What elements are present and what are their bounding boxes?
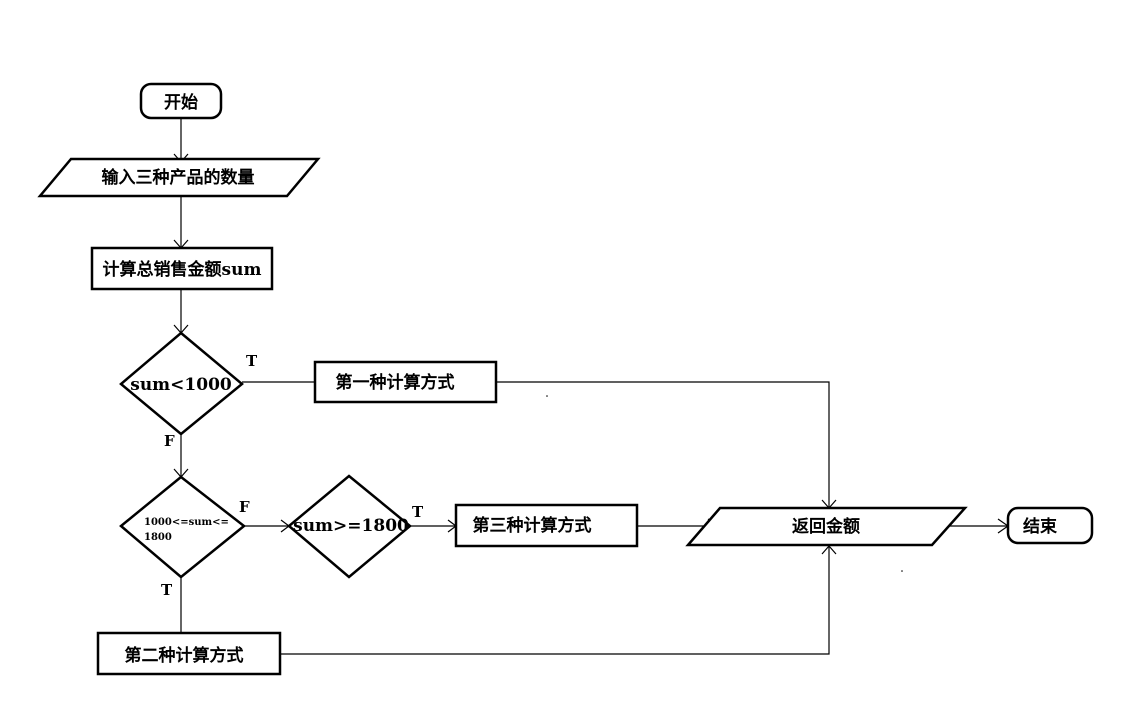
stray-dot (546, 395, 548, 397)
edge-method2-to-return (280, 546, 830, 655)
node-decision1: sum<1000 (119, 331, 244, 436)
node-method1-label: 第一种计算方式 (336, 372, 455, 393)
process-shape (96, 631, 282, 676)
node-method2-label: 第二种计算方式 (125, 645, 244, 666)
node-decision2-label-line1: 1000<=sum<= (144, 517, 229, 528)
node-end-label: 结束 (1023, 516, 1057, 537)
node-decision3: sum>=1800 (287, 474, 412, 579)
edge-label-decision2-true: T (161, 581, 173, 599)
edge-label-decision3-true: T (412, 503, 424, 521)
node-end: 结束 (1006, 506, 1094, 545)
node-decision1-label: sum<1000 (130, 375, 232, 395)
process-shape (313, 360, 498, 404)
edge-method1-to-return (496, 381, 830, 508)
terminator-shape (139, 82, 223, 120)
node-return-label: 返回金额 (792, 516, 860, 537)
stray-dot (901, 570, 903, 572)
terminator-shape (1006, 506, 1094, 545)
node-decision3-label: sum>=1800 (293, 516, 409, 536)
decision-shape (287, 474, 412, 579)
node-start: 开始 (139, 82, 223, 120)
node-input: 输入三种产品的数量 (37, 157, 321, 198)
node-decision2: 1000<=sum<= 1800 (119, 475, 247, 579)
edge-label-decision1-false: F (164, 432, 175, 450)
node-compute-label: 计算总销售金额sum (103, 259, 262, 280)
node-decision2-label-line2: 1800 (144, 532, 172, 543)
node-method3: 第三种计算方式 (454, 503, 639, 548)
decision-shape (119, 475, 247, 579)
node-method1: 第一种计算方式 (313, 360, 498, 404)
node-compute: 计算总销售金额sum (90, 246, 274, 291)
node-return: 返回金额 (685, 506, 968, 547)
connectors (173, 118, 1010, 655)
process-shape (90, 246, 274, 291)
node-method3-label: 第三种计算方式 (473, 515, 592, 536)
node-method2: 第二种计算方式 (96, 631, 282, 676)
edge-label-decision2-false: F (239, 498, 250, 516)
decision-shape (119, 331, 244, 436)
node-input-label: 输入三种产品的数量 (102, 167, 255, 188)
process-shape (454, 503, 639, 548)
input-shape (37, 157, 321, 198)
output-shape (685, 506, 968, 547)
edge-label-decision1-true: T (246, 352, 258, 370)
node-start-label: 开始 (164, 92, 198, 113)
